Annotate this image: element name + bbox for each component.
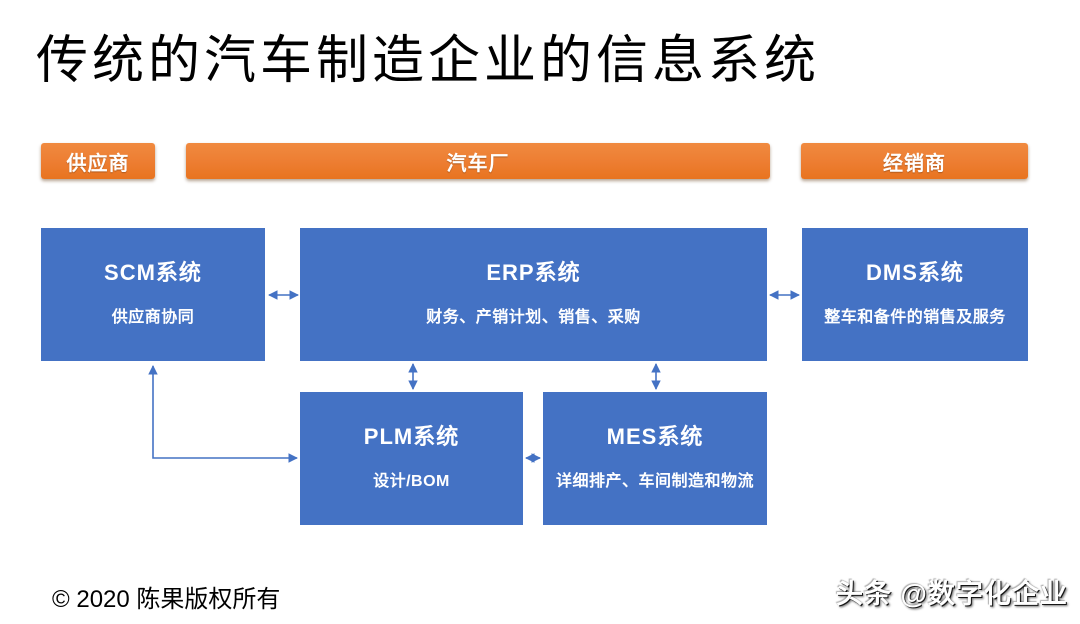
- lane-bar-supplier: 供应商: [41, 143, 155, 179]
- system-desc-plm: 设计/BOM: [373, 472, 450, 490]
- lane-label-dealer: 经销商: [883, 152, 946, 175]
- system-title-scm: SCM系统: [104, 259, 202, 285]
- system-title-plm: PLM系统: [363, 423, 460, 449]
- system-box-plm: PLM系统 设计/BOM: [300, 392, 523, 525]
- watermark-text: 头条 @数字化企业: [836, 579, 1068, 609]
- system-box-erp: ERP系统 财务、产销计划、销售、采购: [300, 228, 767, 361]
- system-title-erp: ERP系统: [486, 259, 581, 285]
- page-title: 传统的汽车制造企业的信息系统: [36, 32, 821, 90]
- system-desc-scm: 供应商协同: [111, 308, 195, 326]
- system-box-mes: MES系统 详细排产、车间制造和物流: [543, 392, 767, 525]
- system-desc-erp: 财务、产销计划、销售、采购: [426, 308, 641, 326]
- copyright-text: © 2020 陈果版权所有: [52, 586, 281, 613]
- lane-label-factory: 汽车厂: [446, 152, 510, 175]
- system-desc-mes: 详细排产、车间制造和物流: [555, 472, 754, 490]
- system-desc-dms: 整车和备件的销售及服务: [824, 308, 1006, 326]
- system-box-scm: SCM系统 供应商协同: [41, 228, 265, 361]
- system-title-dms: DMS系统: [866, 259, 964, 285]
- system-title-mes: MES系统: [606, 423, 704, 449]
- lane-label-supplier: 供应商: [66, 152, 130, 175]
- system-box-dms: DMS系统 整车和备件的销售及服务: [802, 228, 1028, 361]
- lane-bar-dealer: 经销商: [801, 143, 1028, 179]
- connector-scm-plm-elbow: [148, 365, 298, 463]
- lane-bar-factory: 汽车厂: [186, 143, 770, 179]
